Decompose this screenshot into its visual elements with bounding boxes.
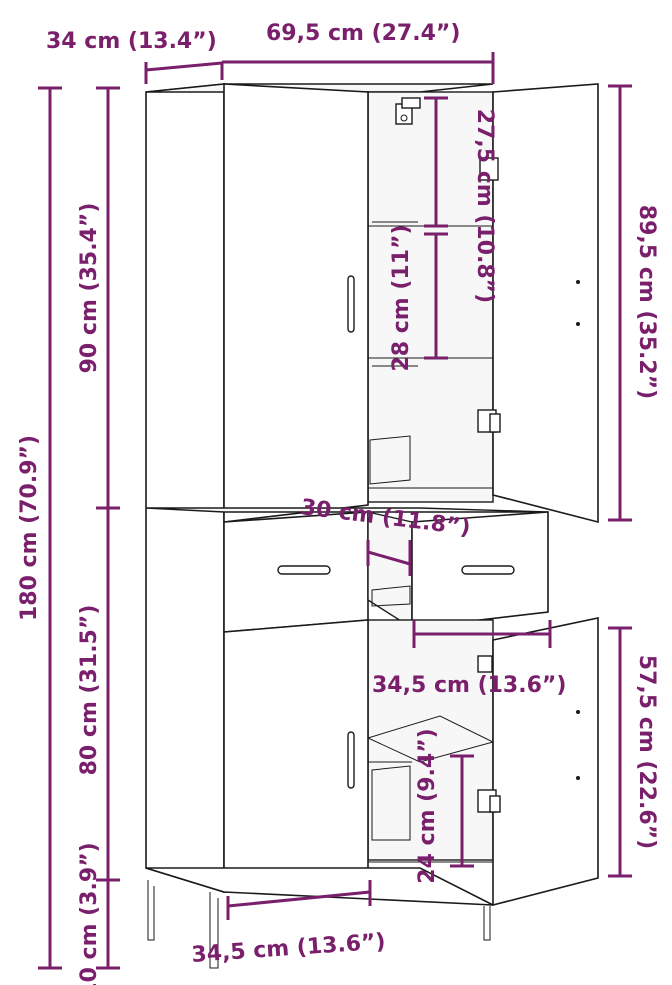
top-hinge-icon [395, 97, 421, 125]
upper-left-door [223, 83, 369, 523]
lower-interior [367, 619, 494, 861]
lower-left-door [223, 619, 369, 893]
dimension-labels: 34 cm (13.4”) 69,5 cm (27.4”) 180 cm (70… [17, 21, 659, 985]
cabinet-side-panel [145, 83, 225, 894]
upper-height-label: 90 cm (35.4”) [77, 203, 102, 374]
depth-label: 34 cm (13.4”) [46, 29, 217, 54]
upper-interior [367, 91, 494, 503]
total-height-label: 180 cm (70.9”) [17, 435, 42, 621]
upper-right-door-hinge-icon [477, 157, 501, 433]
cabinet-legs [147, 880, 491, 969]
lower-door-height-label: 57,5 cm (22.6”) [634, 655, 659, 849]
lower-door-width-label: 34,5 cm (13.6”) [191, 929, 387, 968]
drawer-width-label: 34,5 cm (13.6”) [372, 673, 566, 698]
middle-compartment-label: 28 cm (11”) [389, 224, 414, 371]
lower-left-door-handle [347, 731, 355, 789]
lower-right-door [492, 617, 599, 907]
upper-door-height-label: 89,5 cm (35.2”) [634, 205, 659, 399]
cabinet-bottom [145, 867, 494, 906]
upper-right-door [492, 83, 599, 524]
upper-left-door-handle [347, 275, 355, 333]
lower-right-door-hinge-icon [477, 655, 501, 813]
cabinet-drawing [145, 83, 599, 969]
leg-height-label: 10 cm (3.9”) [77, 842, 102, 985]
dimension-lines [38, 52, 632, 970]
left-drawer-handle [277, 565, 331, 575]
lower-compartment-label: 24 cm (9.4”) [415, 728, 440, 883]
upper-compartment-label: 27,5 cm (10.8”) [472, 109, 497, 303]
right-drawer-handle [461, 565, 515, 575]
width-label: 69,5 cm (27.4”) [266, 21, 460, 46]
lower-height-label: 80 cm (31.5”) [77, 605, 102, 776]
